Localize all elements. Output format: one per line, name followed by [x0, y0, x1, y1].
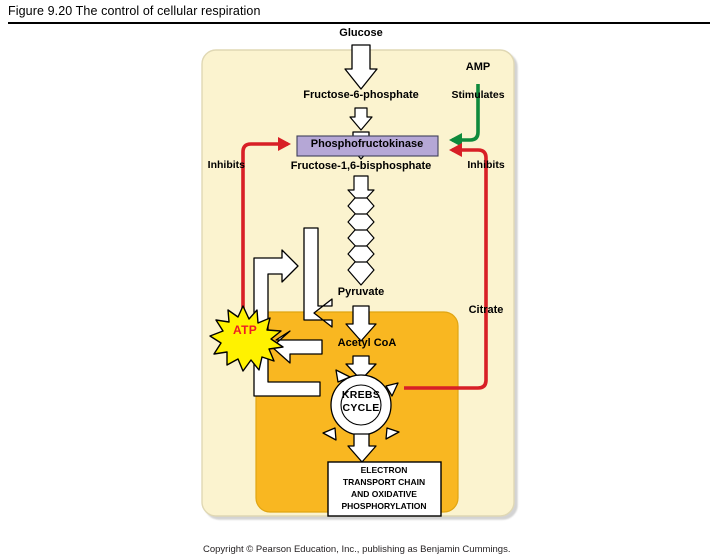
label-etc-line2: TRANSPORT CHAIN	[342, 477, 426, 487]
label-etc-line3: AND OXIDATIVE	[351, 489, 417, 499]
amp-stimulates-line	[449, 84, 480, 147]
arrow-multistep-glycolysis	[347, 175, 375, 286]
label-fructose-6-phosphate: Fructose-6-phosphate	[303, 89, 419, 101]
label-inhibits-left: Inhibits	[207, 159, 245, 171]
arrow-acetylcoa-to-krebs	[345, 355, 377, 381]
label-krebs-line1: KREBS	[341, 389, 381, 401]
pathway-svg	[201, 44, 515, 517]
label-phosphofructokinase: Phosphofructokinase	[310, 138, 424, 150]
label-etc-line1: ELECTRON	[360, 465, 408, 475]
arrow-glycolysis-to-atp	[303, 227, 333, 328]
figure-caption: Figure 9.20 The control of cellular resp…	[8, 4, 261, 18]
krebs-cycle-ring	[322, 369, 400, 441]
label-amp: AMP	[465, 61, 491, 73]
arrow-pyruvate-to-acetylcoa	[345, 305, 377, 342]
citrate-inhibits-line	[404, 143, 488, 390]
atp-starburst	[209, 305, 284, 372]
arrow-krebs-to-etc	[347, 433, 377, 463]
label-fructose-1-6-bisphosphate: Fructose-1,6-bisphosphate	[290, 160, 432, 172]
etc-box	[327, 461, 442, 517]
phosphofructokinase-box	[296, 135, 439, 157]
label-citrate: Citrate	[468, 304, 504, 316]
copyright-notice: Copyright © Pearson Education, Inc., pub…	[203, 544, 511, 555]
arrow-f6p-to-pfk	[349, 107, 373, 131]
atp-inhibits-line	[241, 137, 291, 324]
label-glucose: Glucose	[339, 27, 383, 39]
label-inhibits-right: Inhibits	[467, 159, 505, 171]
label-atp: ATP	[232, 323, 258, 337]
arrow-krebs-to-atp	[271, 330, 323, 364]
label-krebs-line2: CYCLE	[342, 402, 380, 414]
label-etc-line4: PHOSPHORYLATION	[341, 501, 427, 511]
label-pyruvate: Pyruvate	[337, 286, 385, 298]
label-stimulates: Stimulates	[451, 89, 505, 101]
arrow-glucose-to-f6p	[344, 44, 378, 90]
label-acetyl-coa: Acetyl CoA	[337, 337, 397, 349]
diagram-canvas: Glucose Fructose-6-phosphate Phosphofruc…	[0, 24, 720, 555]
title-divider	[8, 22, 710, 24]
